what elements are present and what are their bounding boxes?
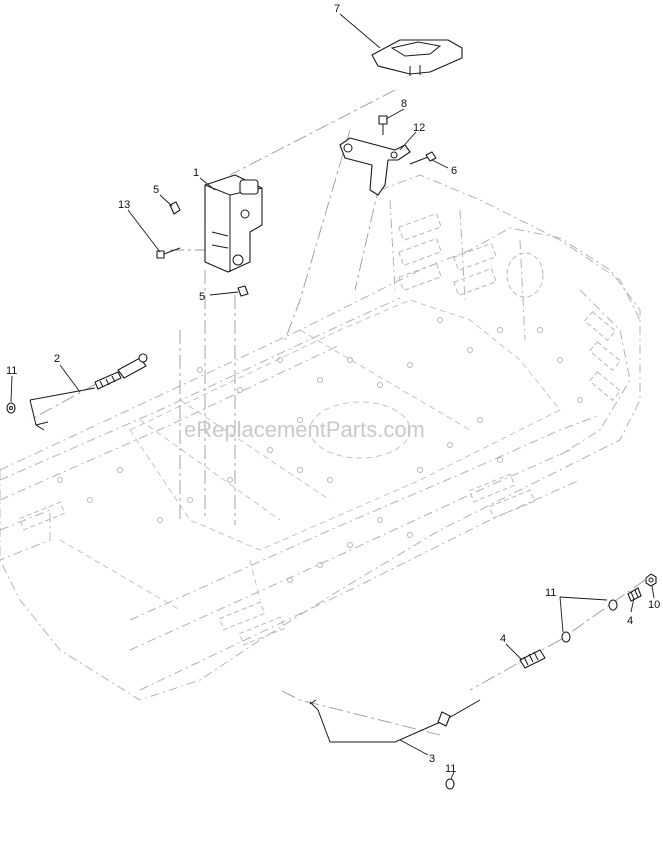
- part-7-cover[interactable]: [371, 39, 463, 76]
- part-8-bolt[interactable]: [378, 115, 388, 135]
- part-11-washer-right-a[interactable]: [608, 599, 618, 611]
- assembly-centerlines: [29, 89, 646, 736]
- part-11-washer-bottom[interactable]: [445, 778, 455, 790]
- callout-8: 8: [401, 98, 407, 110]
- part-1-actuator[interactable]: [204, 174, 263, 273]
- callout-11-bottom: 11: [445, 763, 456, 775]
- callout-1: 1: [193, 167, 199, 179]
- leader-lines: [10, 13, 655, 780]
- callout-4-center: 4: [500, 633, 506, 645]
- chassis-frame: [0, 174, 641, 701]
- part-5-clip-upper[interactable]: [169, 201, 181, 215]
- part-11-washer-right-b[interactable]: [561, 631, 571, 643]
- callout-5-lower: 5: [199, 291, 205, 303]
- callout-3: 3: [429, 753, 435, 765]
- callout-4-right: 4: [627, 615, 633, 627]
- part-3-rod[interactable]: [309, 699, 481, 743]
- part-11-washer-left[interactable]: [6, 402, 16, 414]
- part-6-screw[interactable]: [409, 151, 437, 165]
- callout-13: 13: [118, 199, 130, 211]
- part-4-spring-right[interactable]: [627, 587, 642, 602]
- watermark-text: eReplacementParts.com: [184, 417, 425, 442]
- part-5-clip-lower[interactable]: [237, 285, 249, 297]
- part-13-screw[interactable]: [156, 247, 181, 259]
- part-2-linkage[interactable]: [29, 353, 148, 431]
- callout-12: 12: [413, 122, 425, 134]
- callout-5-upper: 5: [153, 184, 159, 196]
- part-4-spring-center[interactable]: [519, 649, 546, 669]
- callout-6: 6: [451, 165, 457, 177]
- callout-11-left: 11: [6, 365, 17, 377]
- part-10-nut[interactable]: [645, 573, 657, 587]
- callout-7: 7: [334, 3, 340, 15]
- callout-10: 10: [648, 599, 660, 611]
- callout-labels: 7 8 12 6 1 5 13 5 2 11 11 4 4 10 3 11: [6, 3, 660, 775]
- callout-2: 2: [54, 353, 60, 365]
- part-12-bracket[interactable]: [339, 137, 411, 196]
- callout-11-right: 11: [545, 587, 556, 599]
